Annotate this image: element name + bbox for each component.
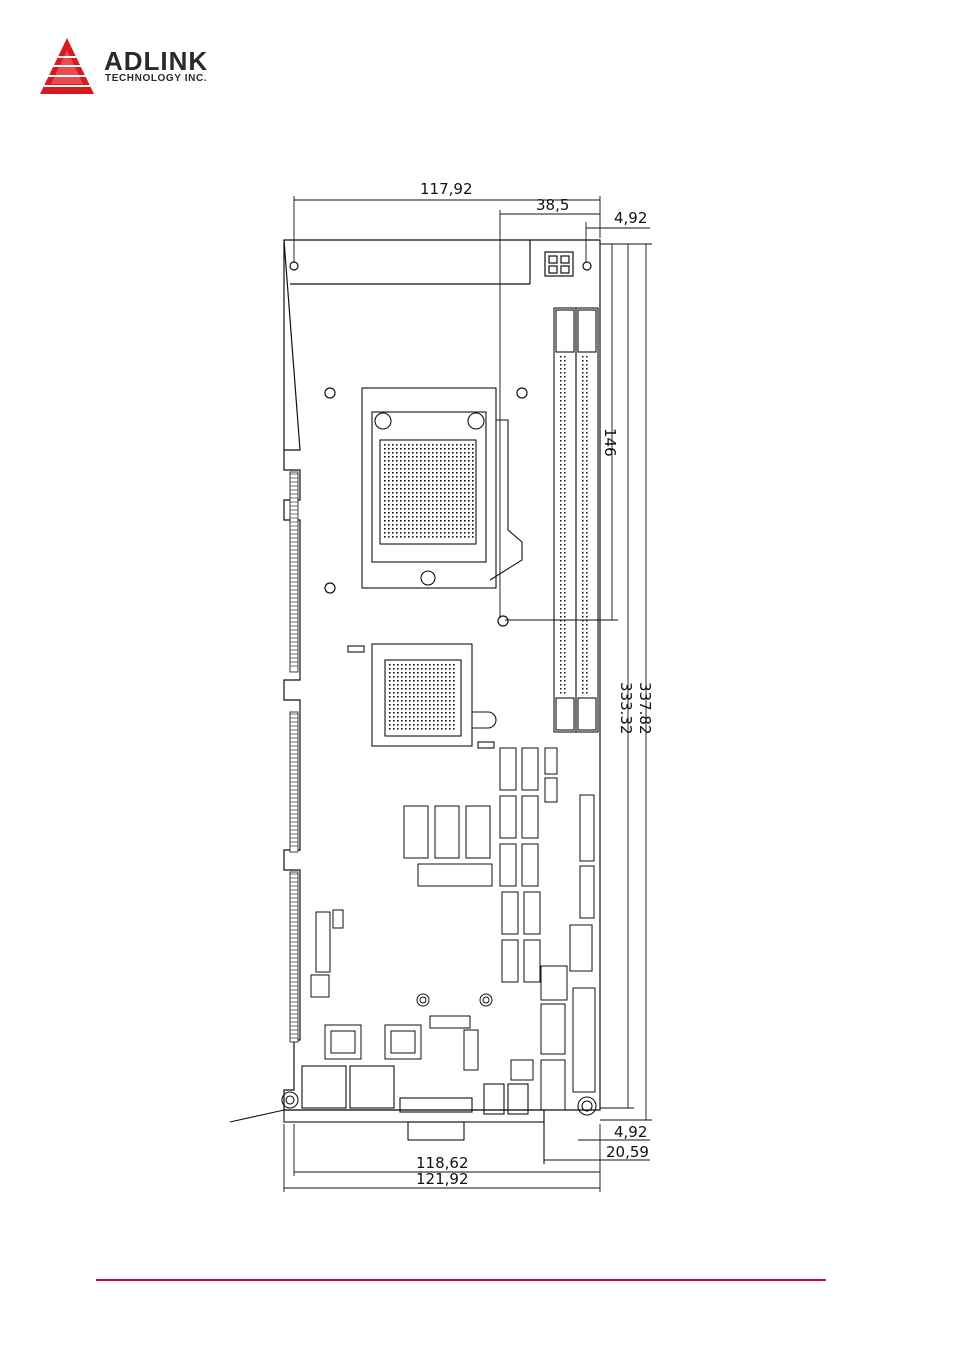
cpu-socket (362, 388, 522, 588)
dimm-pins (560, 356, 588, 694)
dim-height-337: 337.82 (636, 682, 654, 735)
edge-connector (290, 472, 298, 1042)
chipset-ball-grid (389, 664, 455, 730)
cpu-pin-grid (384, 444, 474, 538)
dim-bottom-width-2: 121,92 (416, 1170, 469, 1188)
sata-connectors (500, 748, 557, 886)
dim-top-right-small: 4,92 (614, 209, 647, 227)
dim-top-width: 117,92 (420, 180, 473, 198)
dim-height-146: 146 (601, 428, 619, 457)
header-connectors (311, 795, 595, 1110)
dim-height-333: 333.32 (617, 682, 635, 735)
dim-bottom-right-small: 4,92 (614, 1123, 647, 1141)
board-outline (284, 240, 600, 1110)
dim-bottom-bracket: 20,59 (606, 1143, 649, 1161)
dimension-lines (284, 196, 652, 1192)
dim-top-offset: 38,5 (536, 196, 569, 214)
footer-divider (96, 1279, 826, 1281)
